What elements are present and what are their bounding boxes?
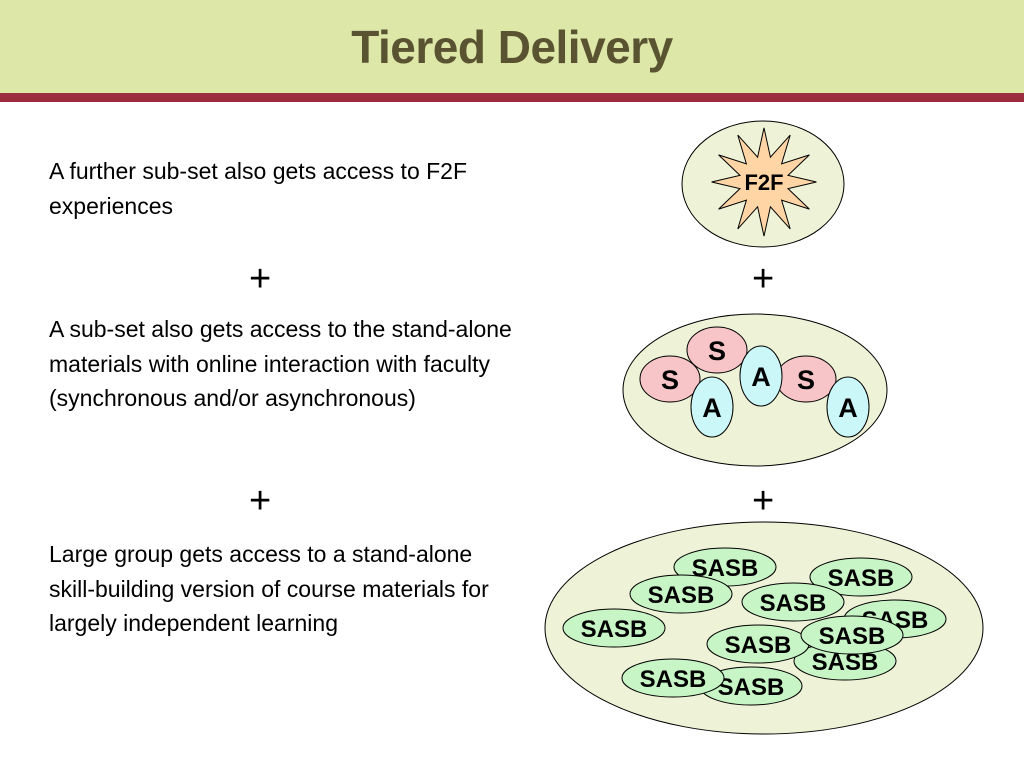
synchronous-bubble-label: S (708, 336, 726, 366)
sasb-bubble (621, 658, 725, 698)
sasb-bubble (809, 557, 913, 597)
sasb-bubble-label: SASB (648, 582, 715, 609)
f2f-tier-description: A further sub-set also gets access to F2… (49, 158, 468, 219)
asynchronous-bubble (739, 345, 783, 407)
sasb-bubble-label: SASB (581, 616, 648, 643)
f2f-starburst-shape (711, 127, 817, 237)
plus-sign-right-lower: + (752, 480, 775, 522)
synchronous-bubble (686, 326, 748, 374)
synchronous-bubble (639, 355, 701, 403)
f2f-label: F2F (744, 170, 783, 195)
sasb-bubble-label: SASB (640, 666, 707, 693)
sasb-bubble-label: SASB (819, 623, 886, 650)
sasb-bubble-label: SASB (760, 590, 827, 617)
sasb-bubble (741, 582, 845, 622)
asynchronous-bubble-label: A (751, 362, 771, 392)
sasb-bubble (800, 615, 904, 655)
title-bar (0, 0, 1024, 93)
synchronous-bubble-label: S (797, 365, 815, 395)
asynchronous-bubble-label: A (702, 393, 722, 423)
sasb-bubble-label: SASB (718, 674, 785, 701)
synchronous-bubble-label: S (661, 365, 679, 395)
plus-sign-right-upper: + (752, 258, 775, 300)
stand-alone-tier-description: Large group gets access to a stand-alone… (49, 541, 489, 636)
title-divider (0, 93, 1024, 102)
plus-sign-left-upper: + (249, 258, 272, 300)
plus-sign-left-lower: + (249, 480, 272, 522)
online-interaction-tier-description: A sub-set also gets access to the stand-… (49, 316, 512, 411)
sasb-bubble-label: SASB (725, 632, 792, 659)
slide-title: Tiered Delivery (351, 21, 673, 73)
asynchronous-bubble-label: A (838, 393, 858, 423)
sasb-bubble (629, 574, 733, 614)
asynchronous-bubble (826, 376, 870, 438)
asynchronous-bubble (690, 376, 734, 438)
sasb-bubble (562, 608, 666, 648)
sasb-bubble-label: SASB (828, 565, 895, 592)
